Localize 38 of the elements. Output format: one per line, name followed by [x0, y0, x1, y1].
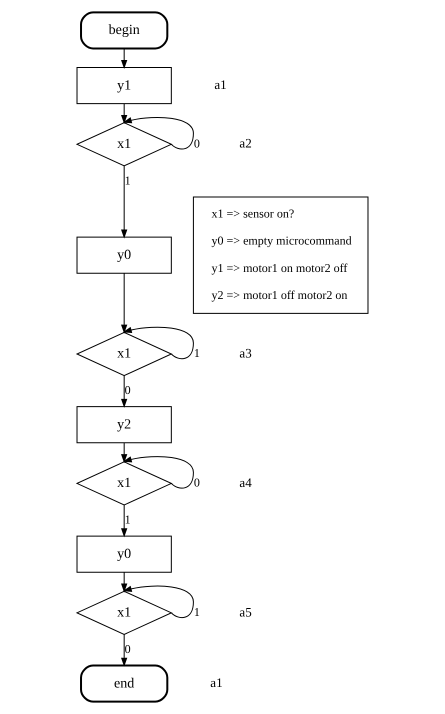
arrow [122, 326, 194, 360]
arrow [121, 104, 128, 124]
edge-label: 1 [124, 512, 131, 527]
arrow [121, 443, 128, 464]
arrow [121, 273, 128, 334]
arrow [121, 572, 128, 593]
label: a5 [239, 604, 252, 620]
arrow [121, 376, 128, 408]
edge-label: 1 [194, 346, 200, 360]
label: a4 [239, 474, 252, 490]
arrow [121, 505, 128, 538]
edge-label: 0 [124, 383, 131, 398]
label: a1 [214, 77, 227, 92]
edge-label: 0 [124, 642, 131, 656]
edge-label: 0 [194, 476, 200, 490]
arrow [121, 166, 128, 239]
node-diamond: x1 [76, 590, 173, 635]
arrow [121, 634, 128, 667]
node-box: end [80, 664, 168, 703]
node-box: begin [80, 11, 168, 50]
node-diamond: x1 [76, 332, 173, 376]
edge-label: 0 [194, 136, 200, 150]
node-diamond: x1 [76, 461, 173, 506]
node-box: x1 => sensor on? y0 => empty microcommand y1 => motor1 on motor2 off y2 => motor1 off motor2 on [192, 196, 368, 314]
label: a3 [239, 345, 252, 360]
label: a2 [239, 136, 252, 151]
label: a1 [210, 675, 223, 690]
arrow [121, 48, 128, 70]
node-diamond: x1 [76, 122, 173, 166]
node-box: y0 [76, 236, 172, 274]
edge-label: 1 [194, 604, 200, 619]
node-box: y0 [76, 536, 172, 573]
edge-label: 1 [124, 174, 131, 188]
node-box: y1 [76, 67, 172, 104]
arrow [122, 117, 194, 150]
arrow [122, 586, 194, 618]
arrow [122, 456, 194, 489]
node-box: y2 [76, 406, 172, 444]
